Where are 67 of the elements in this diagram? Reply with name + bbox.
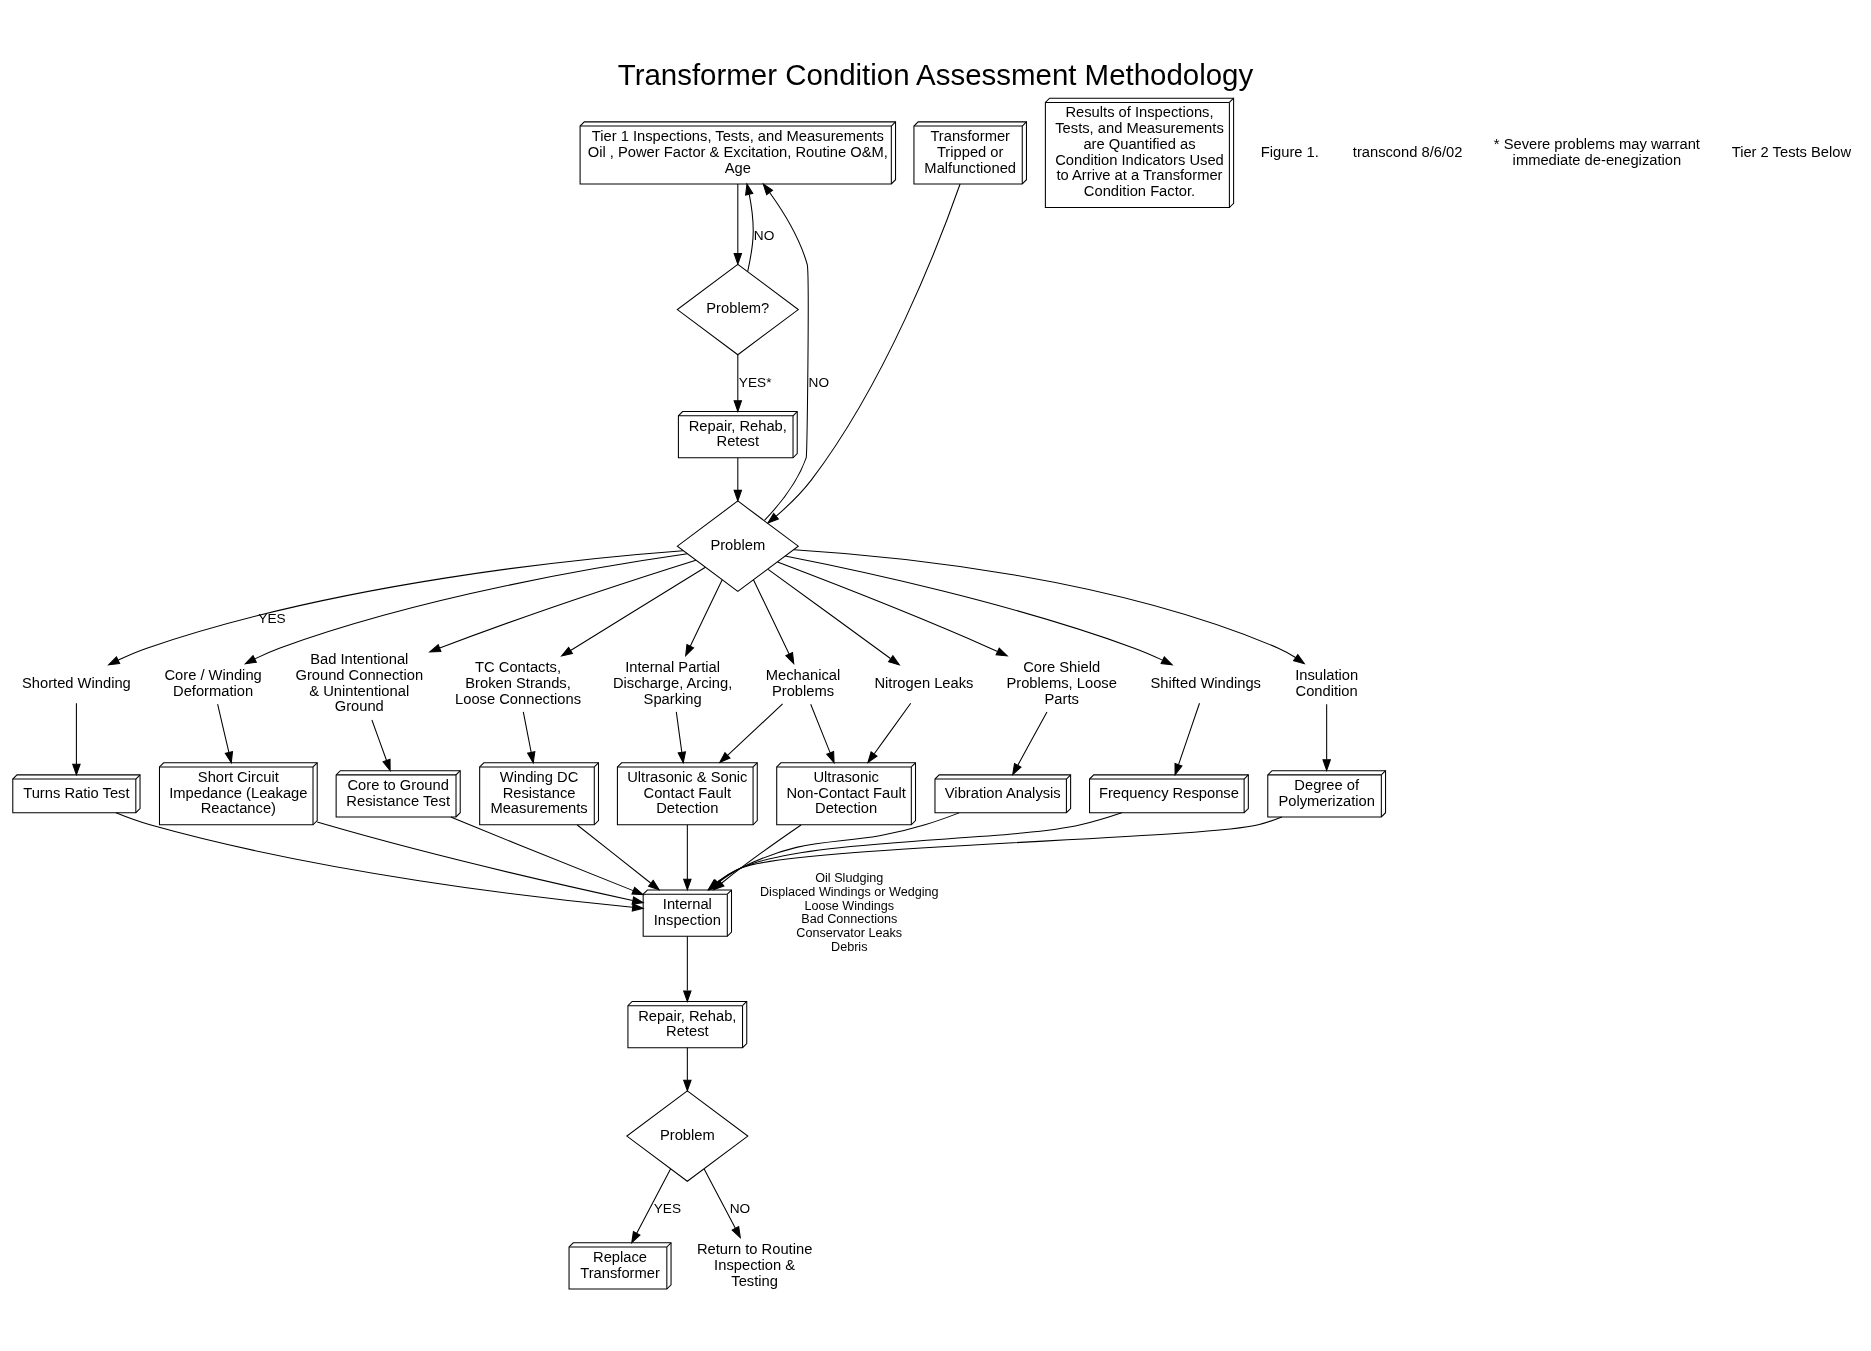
arrow <box>777 561 1009 657</box>
arrow <box>428 559 697 653</box>
arrow <box>682 935 692 1004</box>
arrow <box>784 555 1174 666</box>
label: transcond 8/6/02 <box>1352 143 1463 160</box>
node-label: Oil Sludging <box>815 871 884 886</box>
arrow <box>107 550 684 666</box>
arrow <box>682 824 692 892</box>
node-text: Shorted Winding <box>21 674 131 691</box>
node-text: TC Contacts, Broken Strands, Loose Connections <box>455 659 582 707</box>
node-text: Shifted Windings <box>1150 674 1261 691</box>
node-diamond: Problem? <box>676 263 800 356</box>
arrow <box>1322 703 1332 772</box>
node-text: Core / Winding Deformation <box>164 666 262 699</box>
arrow <box>576 824 661 891</box>
node-label: Loose Windings <box>804 898 895 913</box>
arrow <box>867 702 912 764</box>
node-label: Displaced Windings or Wedging <box>760 884 939 899</box>
arrow <box>72 702 81 777</box>
arrow <box>752 579 795 666</box>
arrow <box>745 182 754 273</box>
label: Figure 1. <box>1260 143 1319 160</box>
arrow <box>703 1168 742 1240</box>
diagram-title: Transformer Condition Assessment Methodology <box>617 57 1254 91</box>
arrow <box>560 566 706 657</box>
edge-label: NO <box>808 374 830 390</box>
arrow <box>682 1047 692 1093</box>
label: * Severe problems may warrant immediate de-enegization <box>1493 135 1700 168</box>
node-diamond: Problem <box>676 500 800 593</box>
arrow <box>762 182 809 521</box>
arrow <box>522 711 536 765</box>
node-label: Conservator Leaks <box>796 925 903 940</box>
edge-label: NO <box>753 227 775 243</box>
arrow <box>733 354 743 413</box>
node-text: Bad Intentional Ground Connection & Unintentional Ground <box>295 651 424 715</box>
arrow <box>115 812 645 912</box>
edge-label: NO <box>729 1201 751 1217</box>
arrow <box>316 821 645 905</box>
arrow <box>631 1168 672 1244</box>
arrow <box>450 816 645 896</box>
arrow <box>733 457 743 503</box>
node-text: Insulation Condition <box>1295 666 1359 699</box>
node-text: Nitrogen Leaks <box>874 674 974 691</box>
arrow <box>243 553 688 665</box>
node-label: Debris <box>831 939 868 954</box>
arrow <box>1174 702 1200 777</box>
label: Tier 2 Tests Below <box>1731 143 1852 160</box>
arrow <box>675 711 687 765</box>
arrow <box>217 703 234 765</box>
arrow <box>685 579 723 658</box>
node-diamond: Problem <box>626 1090 749 1182</box>
arrow <box>733 183 743 266</box>
arrow <box>718 703 784 764</box>
node-text: Internal Partial Discharge, Arcing, Sparking <box>612 659 733 707</box>
edge-label: YES <box>653 1201 682 1217</box>
arrow <box>793 549 1306 665</box>
arrow <box>1011 711 1048 776</box>
arrow <box>767 568 901 666</box>
node-text: Core Shield Problems, Loose Parts <box>1006 659 1117 707</box>
arrow <box>766 183 961 524</box>
arrow <box>810 703 835 765</box>
edge-label: YES* <box>738 374 772 390</box>
edge-label: YES <box>258 611 286 627</box>
node-label: Bad Connections <box>801 912 898 927</box>
node-text: Mechanical Problems <box>765 666 841 699</box>
node-text: Return to Routine Inspection & Testing <box>696 1241 813 1289</box>
arrow <box>371 719 391 772</box>
